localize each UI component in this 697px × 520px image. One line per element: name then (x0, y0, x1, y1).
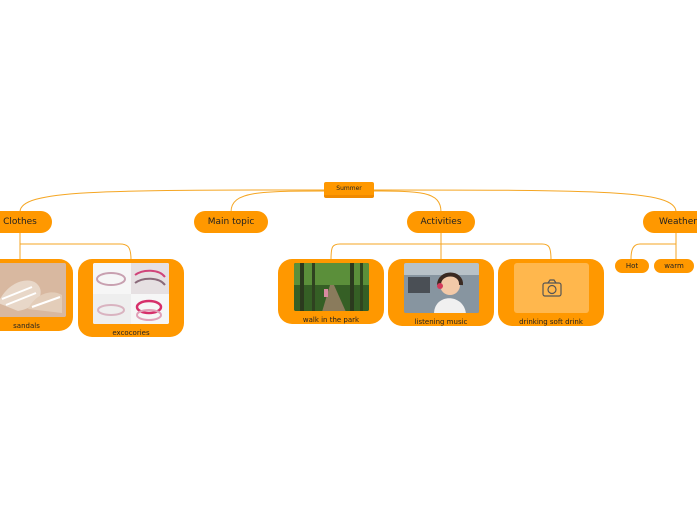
leaf-warm[interactable]: warm (654, 259, 694, 273)
card-sandals-label: sandals (13, 322, 40, 330)
card-music-label: listening music (414, 318, 468, 326)
leaf-hot-label: Hot (625, 262, 639, 270)
topic-clothes[interactable]: Clothes (0, 211, 52, 233)
card-sandals[interactable]: sandals (0, 259, 73, 331)
leaf-warm-label: warm (664, 262, 684, 270)
card-listening-music[interactable]: listening music (388, 259, 494, 326)
camera-icon (541, 279, 562, 297)
card-walk-label: walk in the park (302, 316, 360, 324)
root-node-summer[interactable]: Summer (324, 182, 374, 198)
topic-weather-label: Weather (659, 217, 697, 227)
topic-main-label: Main topic (207, 217, 255, 227)
topic-activities[interactable]: Activities (407, 211, 475, 233)
root-label: Summer (336, 185, 362, 192)
card-drink-label: drinking soft drink (519, 318, 583, 326)
photo-placeholder (513, 263, 589, 313)
card-excocories-label: excocories (112, 329, 150, 337)
sandals-image (0, 263, 66, 317)
park-image (293, 263, 369, 311)
topic-activities-label: Activities (420, 217, 462, 227)
topic-main[interactable]: Main topic (194, 211, 268, 233)
leaf-hot[interactable]: Hot (615, 259, 649, 273)
topic-weather[interactable]: Weather (643, 211, 697, 233)
card-excocories[interactable]: excocories (78, 259, 184, 337)
excocories-image (93, 263, 169, 324)
music-image (403, 263, 479, 313)
topic-clothes-label: Clothes (3, 217, 37, 227)
card-drinking-soft-drink[interactable]: drinking soft drink (498, 259, 604, 326)
card-walk-in-the-park[interactable]: walk in the park (278, 259, 384, 324)
